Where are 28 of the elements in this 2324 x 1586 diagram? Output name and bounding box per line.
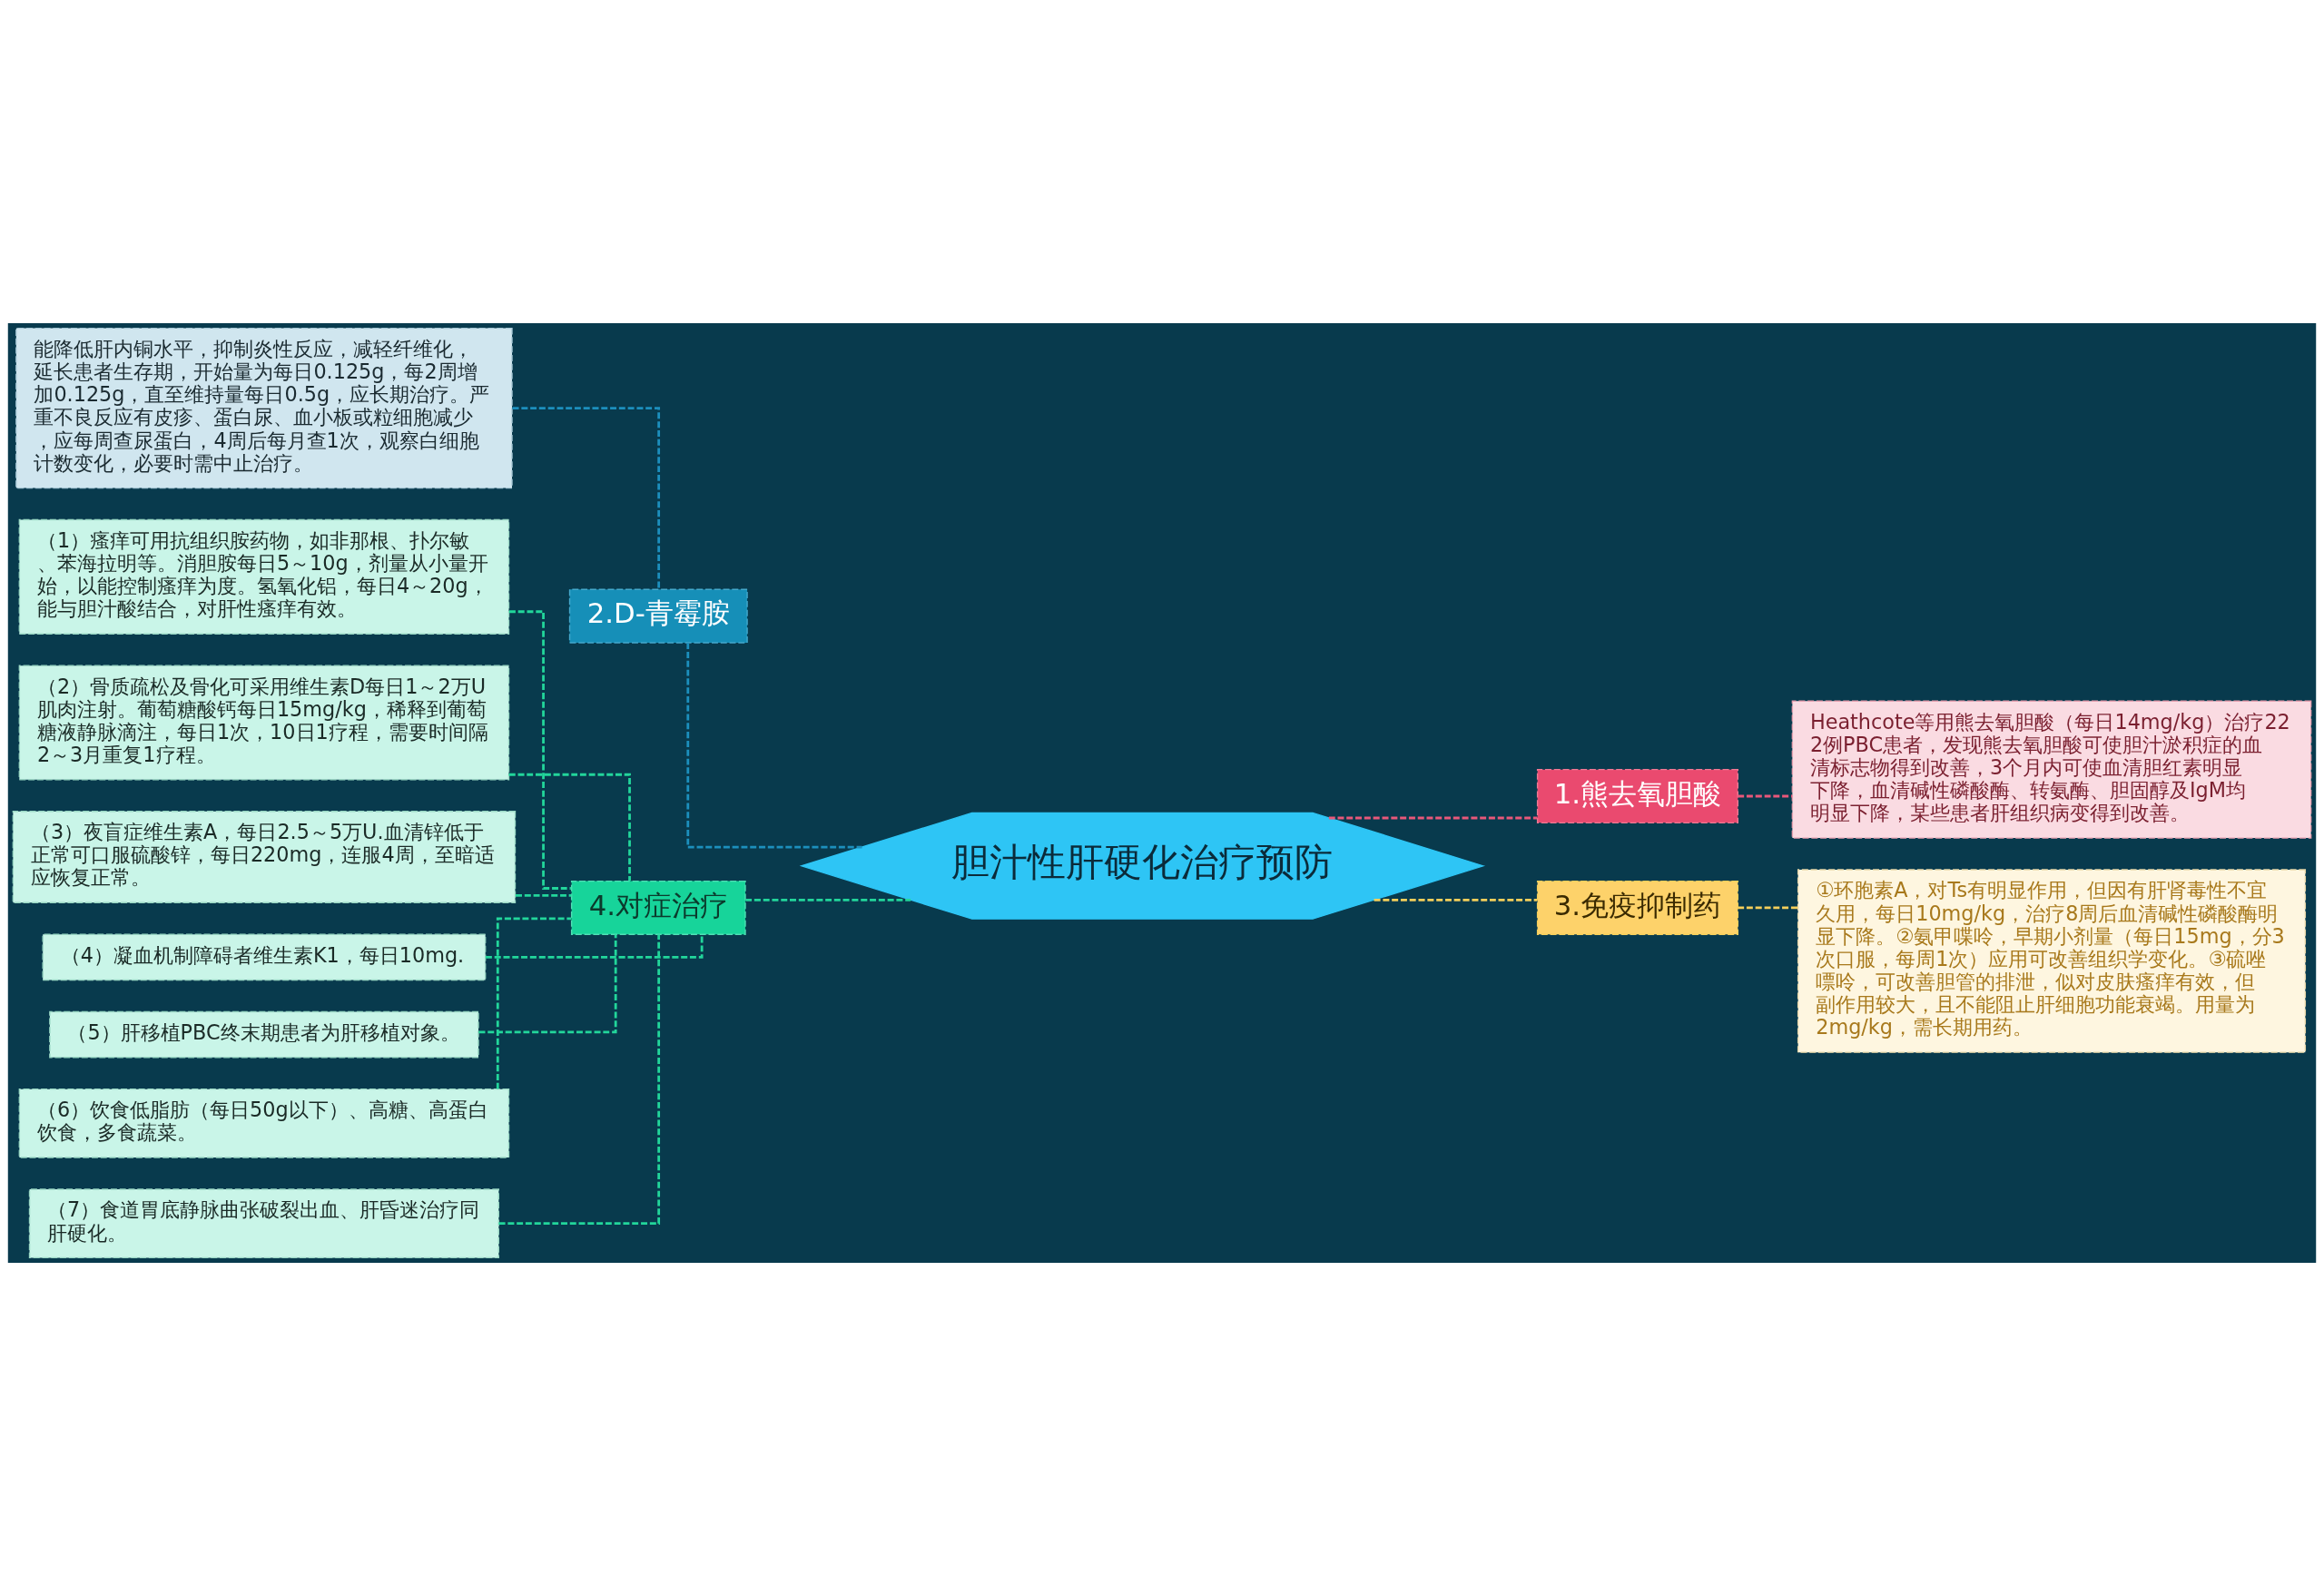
node-box: （2）骨质疏松及骨化可采用维生素D每日1～2万U肌肉注射。葡萄糖酸钙每日15mg/kg，稀释到葡萄糖液静脉滴注，每日1次，10日1疗程，需要时间隔2～3月重复1疗程。 [18, 665, 510, 781]
node-box: 4.对症治疗 [570, 880, 746, 935]
connector [512, 407, 661, 590]
node-box: 3.免疫抑制药 [1536, 880, 1738, 935]
node-box: （7）食道胃底静脉曲张破裂出血、肝昏迷治疗同肝硬化。 [28, 1188, 500, 1259]
connector [485, 934, 704, 959]
node-box: （4）凝血机制障碍者维生素K1，每日10mg. [42, 933, 487, 981]
connector [515, 894, 572, 897]
connector [1738, 794, 1793, 798]
connector [1374, 898, 1538, 901]
connector [1328, 816, 1538, 820]
node-box: 1.熊去氧胆酸 [1536, 768, 1738, 824]
connector [478, 934, 617, 1034]
node-box: （6）饮食低脂肪（每日50g以下）、高糖、高蛋白饮食，多食蔬菜。 [18, 1088, 510, 1158]
node-box: （5）肝移植PBC终末期患者为肝移植对象。 [49, 1010, 479, 1059]
connector [508, 610, 572, 890]
node-box: （1）瘙痒可用抗组织胺药物，如非那根、扑尔敏、苯海拉明等。消胆胺每日5～10g，剂量从小量开始，以能控制瘙痒为度。氢氧化铝，每日4～20g，能与胆汁酸结合，对肝性瘙痒有效。 [18, 518, 510, 635]
node-box: （3）夜盲症维生素A，每日2.5～5万U.血清锌低于正常可口服硫酸锌，每日220mg，连服4周，至暗适应恢复正常。 [12, 811, 517, 904]
connector [496, 917, 572, 1089]
connector [686, 643, 862, 849]
node-box: 能降低肝内铜水平，抑制炎性反应，减轻纤维化，延长患者生存期，开始量为每日0.125g，每2周增加0.125g，直至维持量每日0.5g，应长期治疗。严重不良反应有皮疹、蛋白尿、血小板或粒细胞减少，应每周查尿蛋白，4周后每月查1次，观察白细胞计数变化，必要时需中止治疗。 [15, 327, 513, 489]
connector [498, 934, 661, 1226]
node-box: 2.D-青霉胺 [568, 588, 748, 644]
node-box: ①环胞素A，对Ts有明显作用，但因有肝肾毒性不宜久用，每日10mg/kg，治疗8周后血清碱性磷酸酶明显下降。②氨甲喋呤，早期小剂量（每日15mg，分3次口服，每周1次）应用可改善组织学变化。③硫唑嘌呤，可改善胆管的排泄，似对皮肤瘙痒有效，但副作用较大，且不能阻止肝细胞功能衰竭。用量为2mg/kg，需长期用药。 [1797, 869, 2307, 1053]
connector [745, 898, 911, 901]
connector [1738, 906, 1798, 910]
node-box: Heathcote等用熊去氧胆酸（每日14mg/kg）治疗222例PBC患者，发现熊去氧胆酸可使胆汁淤积症的血清标志物得到改善，3个月内可使血清胆红素明显下降，血清碱性磷酸酶、转氨酶、胆固醇及IgM均明显下降，某些患者肝组织病变得到改善。 [1791, 700, 2312, 839]
connector [508, 773, 631, 882]
